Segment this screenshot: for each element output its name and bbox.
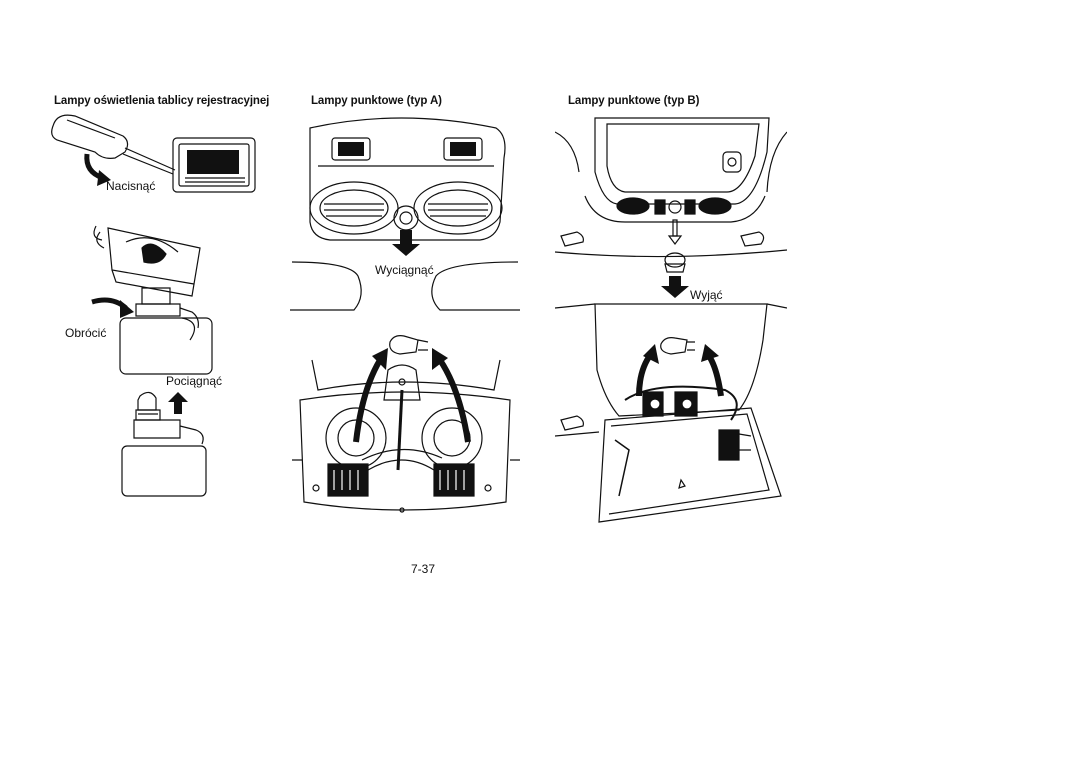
heading-spot-lamps-type-b: Lampy punktowe (typ B) [568,95,700,107]
bulb-pull-illustration [116,388,216,500]
screwdriver-press-illustration [45,108,260,200]
lamp-turn-illustration [82,222,222,380]
label-press: Nacisnąć [106,179,156,193]
label-remove: Wyjąć [690,288,723,302]
label-pull: Pociągnąć [166,374,223,388]
heading-license-plate-lamps: Lampy oświetlenia tablicy rejestracyjnej [54,95,270,107]
label-pull-out: Wyciągnąć [375,263,434,277]
overhead-console-type-b-illustration [555,112,787,298]
label-turn: Obrócić [65,326,107,340]
console-open-type-a-illustration [292,330,520,524]
page-number: 7-37 [411,562,436,576]
overhead-console-type-a-illustration [290,112,520,324]
heading-spot-lamps-type-a: Lampy punktowe (typ A) [311,95,442,107]
console-open-type-b-illustration [555,300,787,526]
